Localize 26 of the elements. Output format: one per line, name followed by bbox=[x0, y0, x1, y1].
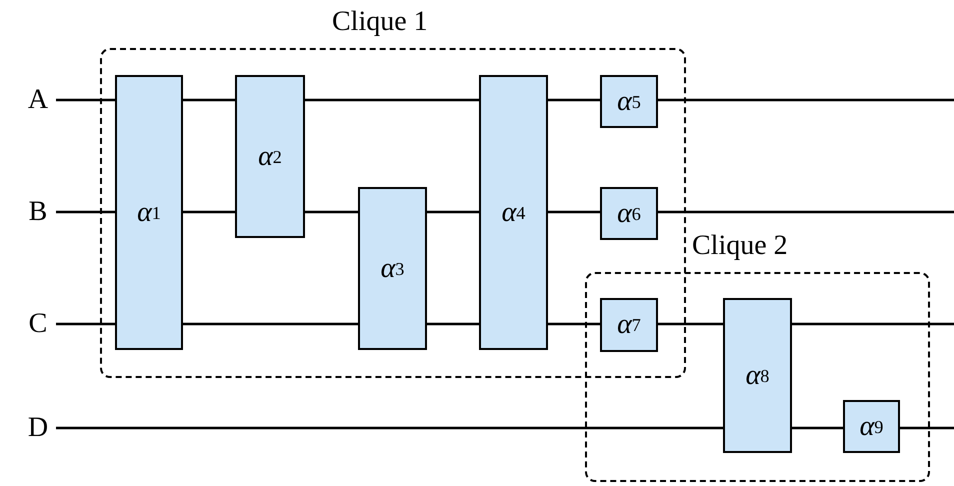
wire-line bbox=[56, 426, 723, 430]
wire-line bbox=[427, 322, 479, 326]
wire-label: C bbox=[20, 304, 56, 344]
group-label: Clique 2 bbox=[692, 230, 788, 262]
wire-line bbox=[658, 322, 723, 326]
wire-line bbox=[658, 210, 954, 214]
wire-label: D bbox=[20, 408, 56, 448]
wire-line bbox=[305, 98, 479, 102]
wire-line bbox=[792, 426, 843, 430]
wire-line bbox=[56, 210, 115, 214]
wire-line bbox=[658, 98, 954, 102]
wire-line bbox=[56, 322, 115, 326]
wire-line bbox=[183, 98, 235, 102]
wire-line bbox=[56, 98, 115, 102]
wire-line bbox=[183, 322, 358, 326]
wire-label: B bbox=[20, 192, 56, 232]
wire-line bbox=[183, 210, 235, 214]
wire-line bbox=[792, 322, 954, 326]
wire-label: A bbox=[20, 80, 56, 120]
wire-line bbox=[305, 210, 358, 214]
wire-line bbox=[427, 210, 479, 214]
wire-line bbox=[548, 210, 600, 214]
wire-line bbox=[548, 98, 600, 102]
wire-line bbox=[900, 426, 954, 430]
wire-line bbox=[548, 322, 600, 326]
group-label: Clique 1 bbox=[332, 6, 428, 38]
